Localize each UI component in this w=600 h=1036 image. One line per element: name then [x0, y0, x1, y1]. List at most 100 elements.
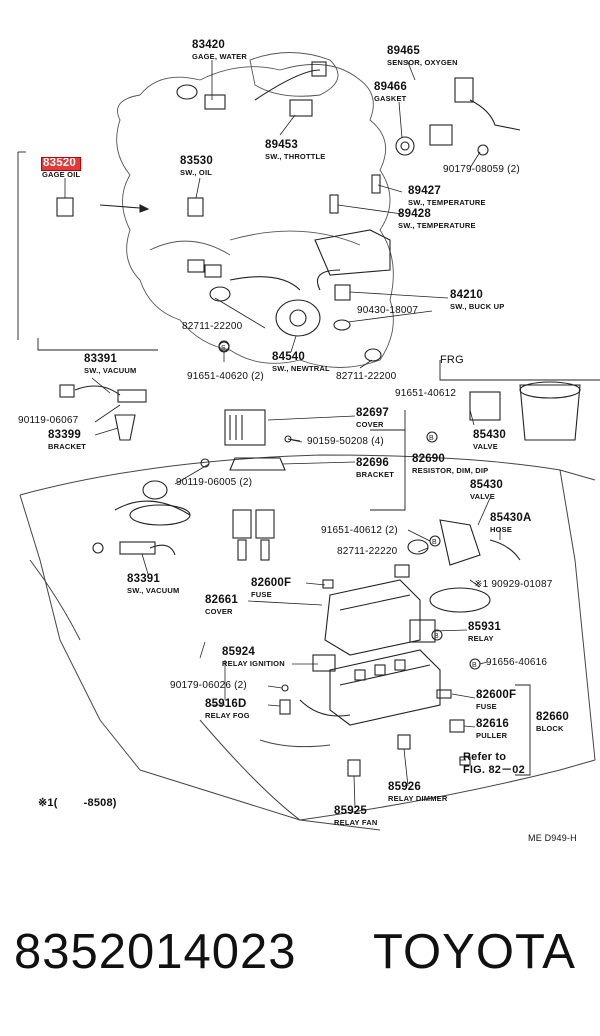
- part-number: 85931: [468, 621, 501, 633]
- part-description: SW., OIL: [180, 167, 213, 177]
- footer-brand: TOYOTA: [373, 925, 576, 979]
- part-number: 90179-08059 (2): [443, 164, 520, 175]
- part-description: SW., VACUUM: [84, 365, 137, 375]
- part-description: VALVE: [473, 441, 498, 451]
- part-description: COVER: [205, 606, 233, 616]
- part-description: RELAY DIMMER: [388, 793, 448, 803]
- label-91656-40616[interactable]: 91656-40616: [486, 658, 547, 668]
- part-number: 83391: [127, 573, 160, 585]
- part-number: 90179-06026 (2): [170, 680, 247, 691]
- part-number: 82616: [476, 718, 509, 730]
- part-number: 84540: [272, 351, 305, 363]
- label-90119-06005[interactable]: 90119-06005 (2): [176, 478, 252, 488]
- part-number: 82711-22200: [336, 371, 397, 382]
- label-90159-50208[interactable]: 90159-50208 (4): [307, 437, 384, 447]
- part-number: 91651-40612: [395, 388, 457, 399]
- label-91651-40620[interactable]: 91651-40620 (2): [187, 372, 264, 382]
- part-number: 85916D: [205, 698, 247, 710]
- label-91651-40612-a[interactable]: 91651-40612: [395, 389, 456, 399]
- svg-text:B: B: [472, 662, 477, 669]
- part-description: BRACKET: [48, 441, 87, 451]
- label-90179-06026[interactable]: 90179-06026 (2): [170, 681, 247, 691]
- footer-part-number: 8352014023: [14, 925, 297, 979]
- part-number: 83399: [48, 429, 81, 441]
- part-number: 82600F: [476, 689, 517, 701]
- part-description: RELAY: [468, 633, 494, 643]
- part-number: 89453: [265, 139, 298, 151]
- svg-text:S: S: [221, 345, 226, 352]
- part-number: 85430: [473, 429, 506, 441]
- part-description: FUSE: [251, 589, 272, 599]
- part-number: 82696: [356, 457, 389, 469]
- part-number: 90119-06067: [18, 415, 79, 426]
- svg-text:B: B: [434, 633, 439, 640]
- part-description: RELAY IGNITION: [222, 658, 285, 668]
- components: B B B B S: [56, 61, 581, 777]
- part-number: 85430: [470, 479, 503, 491]
- part-description: PULLER: [476, 730, 508, 740]
- label-90929-01087[interactable]: ※1 90929-01087: [474, 580, 552, 590]
- part-number: 83420: [192, 39, 225, 51]
- label-82711-22220[interactable]: 82711-22220: [337, 547, 397, 557]
- part-description: BLOCK: [536, 723, 564, 733]
- refer-line-2: FIG. 82－02: [463, 764, 525, 776]
- part-description: RELAY FAN: [334, 817, 378, 827]
- part-description: SW., NEWTRAL: [272, 363, 330, 373]
- label-90119-06067[interactable]: 90119-06067: [18, 416, 78, 426]
- part-number: 82697: [356, 407, 389, 419]
- part-number: 85924: [222, 646, 255, 658]
- label-90179-08059[interactable]: 90179-08059 (2): [443, 165, 520, 175]
- label-91651-40612-b[interactable]: 91651-40612 (2): [321, 526, 398, 536]
- part-number: 90430-18007: [357, 305, 419, 316]
- part-number: 89428: [398, 208, 431, 220]
- label-90430-18007[interactable]: 90430-18007: [357, 306, 418, 316]
- label-82711-22200-b[interactable]: 82711-22200: [336, 372, 396, 382]
- part-number: 89427: [408, 185, 441, 197]
- part-number-highlighted: 83520: [40, 157, 82, 171]
- part-description: SW., TEMPERATURE: [398, 220, 476, 230]
- parts-diagram: B B B B S: [17, 52, 600, 831]
- leader-lines: [64, 59, 501, 809]
- part-number: 83391: [84, 353, 117, 365]
- part-number: 82600F: [251, 577, 292, 589]
- part-description: FUSE: [476, 701, 497, 711]
- part-number: 82690: [412, 453, 445, 465]
- diagram-code: ME D949-H: [528, 833, 577, 843]
- label-82711-22200-a[interactable]: 82711-22200: [182, 322, 242, 332]
- part-number: 83530: [180, 155, 213, 167]
- part-number: 91651-40620 (2): [187, 371, 264, 382]
- part-number: 85430A: [490, 512, 532, 524]
- variant-note: ※1( -8508): [38, 797, 117, 809]
- part-description: SW., TEMPERATURE: [408, 197, 486, 207]
